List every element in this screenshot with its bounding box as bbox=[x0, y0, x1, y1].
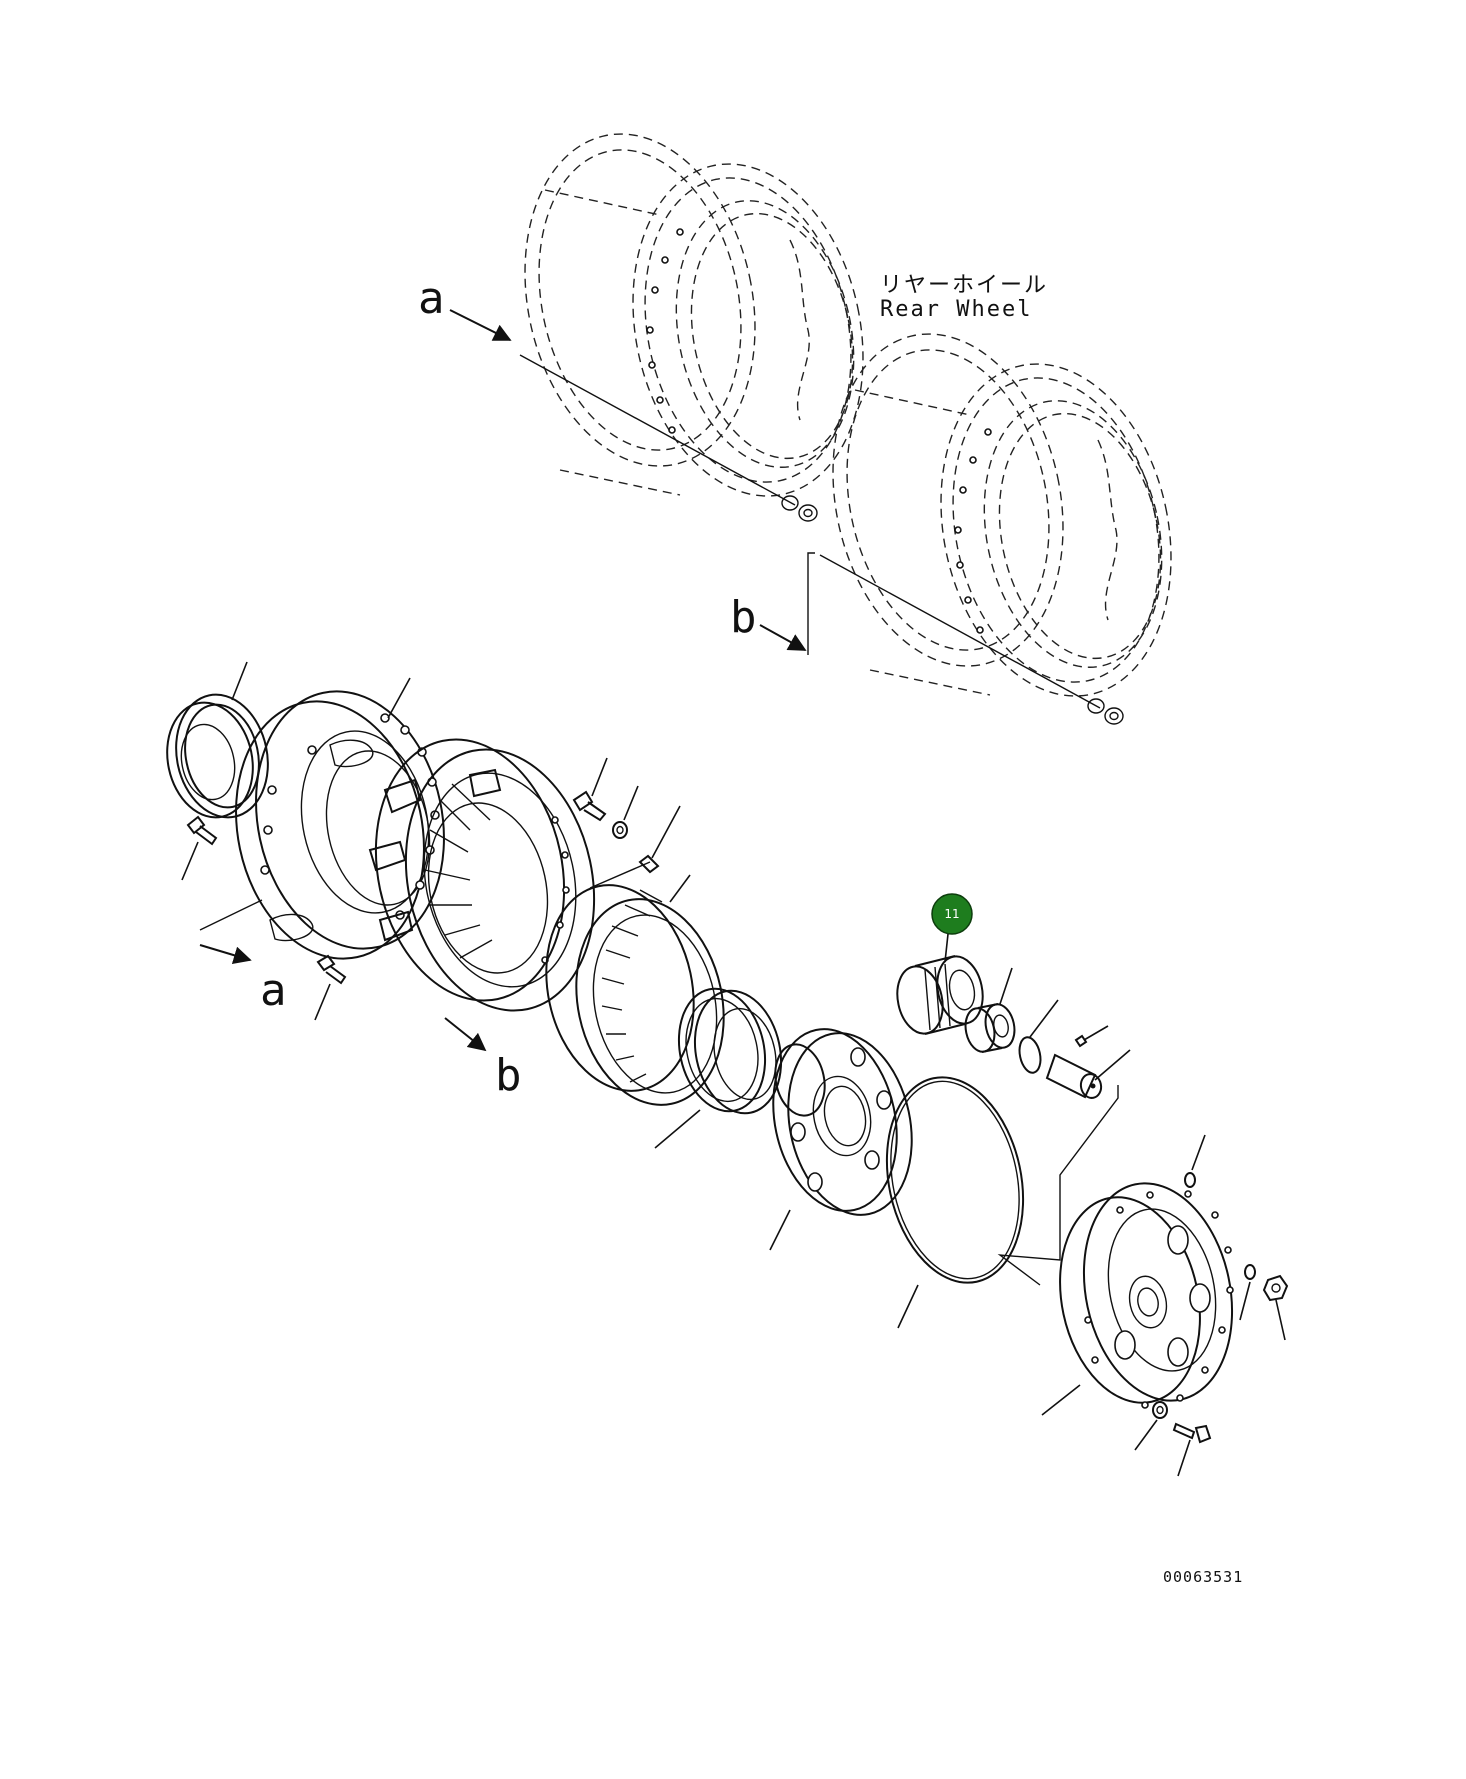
bolt-left-upper bbox=[181, 815, 218, 881]
rear-wheel-caption: リヤーホイール Rear Wheel bbox=[880, 273, 1048, 322]
leader-cover bbox=[997, 1225, 1061, 1286]
ring-gear-part bbox=[545, 874, 725, 1106]
rear-wheel-en-text: Rear Wheel bbox=[880, 297, 1032, 322]
o-ring-part bbox=[885, 1076, 1025, 1329]
pin-top-center bbox=[638, 805, 681, 874]
drawing-code: 00063531 bbox=[1163, 1568, 1243, 1586]
hub-housing-part bbox=[235, 677, 445, 960]
leader-shaft bbox=[1059, 1085, 1119, 1225]
callout-11-number: 11 bbox=[944, 907, 959, 921]
planet-carrier-part bbox=[769, 1028, 913, 1251]
o-ring-small-right bbox=[1239, 1264, 1256, 1321]
marker-a-lower: a bbox=[199, 899, 287, 1016]
planet-bearing-part bbox=[896, 955, 984, 1035]
callout-11[interactable]: 11 bbox=[931, 893, 973, 963]
gear-drum-part bbox=[368, 738, 596, 1012]
washer-top-center bbox=[612, 785, 639, 839]
marker-b-label: b bbox=[730, 592, 757, 643]
leader-drum bbox=[589, 861, 651, 889]
marker-b-lower-label: b bbox=[495, 1050, 522, 1101]
bolt-left-lower bbox=[314, 954, 347, 1021]
marker-a-label: a bbox=[418, 273, 445, 324]
plug-top-right bbox=[1184, 1134, 1206, 1188]
marker-a-upper: a bbox=[418, 273, 512, 341]
marker-a-lower-label: a bbox=[260, 965, 287, 1016]
washer-bottom bbox=[1134, 1401, 1168, 1451]
planet-shaft-part bbox=[1045, 1025, 1131, 1099]
rear-wheel-jp-text: リヤーホイール bbox=[880, 273, 1048, 298]
end-cover-part bbox=[1041, 1182, 1234, 1416]
callout-11-badge[interactable] bbox=[931, 893, 973, 935]
rear-wheel-upper bbox=[519, 133, 864, 522]
nut-right bbox=[1262, 1274, 1289, 1341]
oil-seal-part bbox=[166, 661, 269, 819]
marker-b-upper: b bbox=[730, 592, 807, 651]
bolt-bottom bbox=[1172, 1422, 1212, 1477]
bolt-top-center bbox=[572, 757, 608, 822]
large-bearing-part bbox=[654, 987, 783, 1149]
spacer-part bbox=[964, 967, 1016, 1053]
rear-wheel-lower bbox=[807, 333, 1172, 725]
marker-b-lower: b bbox=[444, 1017, 522, 1101]
snap-ring-part bbox=[1018, 999, 1059, 1074]
